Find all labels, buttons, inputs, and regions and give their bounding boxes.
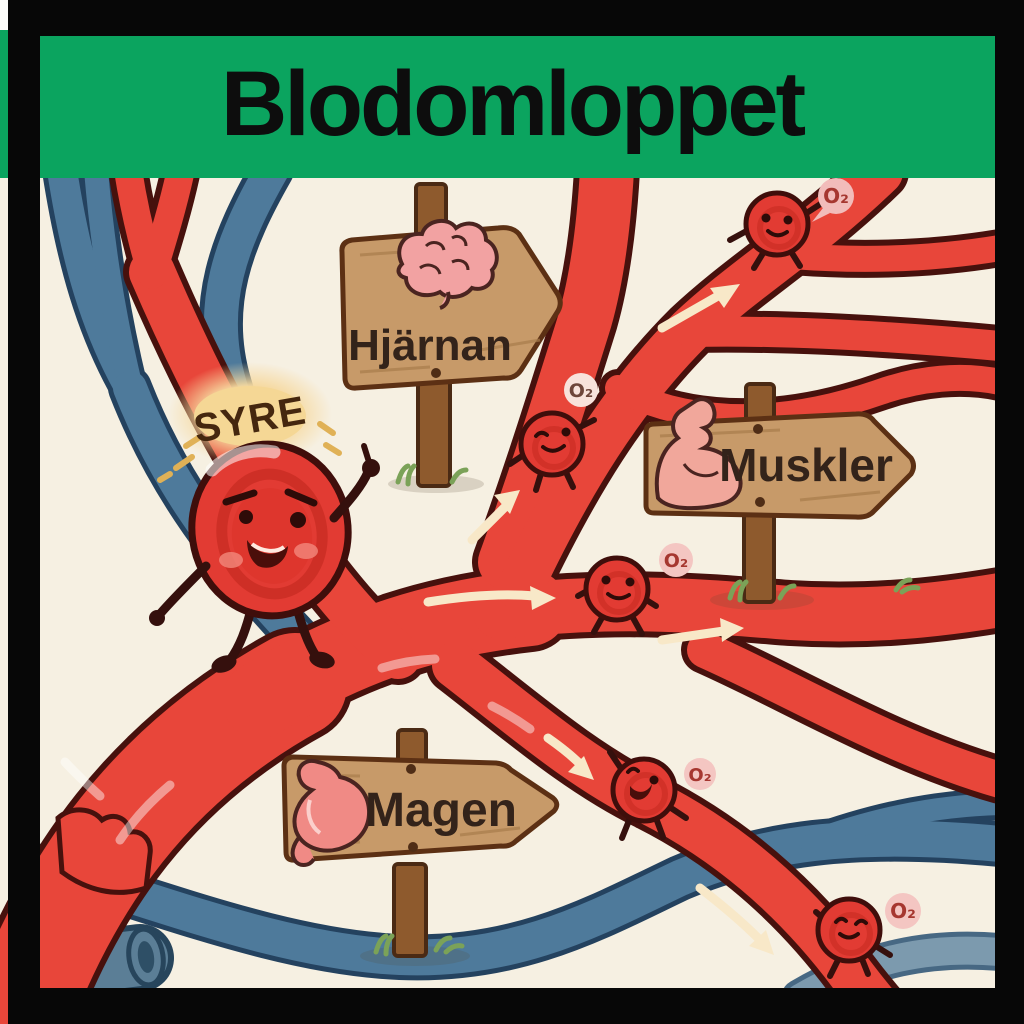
arrow-bottom-right — [695, 883, 763, 943]
title-banner: Blodomloppet — [0, 30, 1024, 178]
sign-magen: Magen — [281, 728, 560, 966]
o2-label: O₂ — [890, 899, 916, 923]
arrow-main-2 — [657, 626, 729, 645]
stomach-icon — [290, 759, 372, 867]
small-red-blood-cell: O₂ — [507, 373, 598, 493]
cell-face — [219, 488, 318, 568]
sparkle-icon — [157, 421, 342, 483]
o2-label: O₂ — [688, 765, 711, 786]
oxygen-bubble: O₂ — [659, 543, 693, 577]
oxygen-bubble: O₂ — [684, 758, 716, 790]
sign-label-muskler: Muskler — [719, 439, 893, 491]
small-red-blood-cell: O₂ — [607, 749, 716, 841]
sign-post — [416, 376, 452, 488]
o2-label: O₂ — [823, 184, 849, 208]
cell-foot — [309, 651, 335, 669]
sign-label-magen: Magen — [365, 784, 517, 837]
syre-glow-core — [194, 386, 306, 446]
nail — [753, 424, 763, 434]
sign-hjarnan: Hjärnan — [339, 182, 563, 493]
arrow-main — [423, 590, 539, 607]
grass — [727, 577, 921, 603]
small-red-blood-cell: O₂ — [813, 893, 921, 979]
o2-label: O₂ — [664, 550, 688, 572]
brain-icon — [396, 218, 499, 310]
oxygen-bubble: O₂ — [564, 373, 598, 407]
page-title: Blodomloppet — [220, 52, 806, 155]
grass — [373, 933, 465, 957]
heart-outline — [55, 807, 153, 895]
frame-border-left — [8, 0, 40, 1024]
oxygen-bubble: O₂ — [885, 893, 921, 929]
sign-post — [392, 862, 428, 958]
main-red-blood-cell: SYRE — [149, 362, 380, 673]
oxygen-bubble: O₂ — [812, 178, 854, 222]
small-red-blood-cell: O₂ — [575, 543, 693, 637]
sign-muskler: Muskler — [643, 382, 921, 610]
cell-hand — [362, 459, 380, 477]
nail — [408, 842, 418, 852]
cell-inner-disc — [231, 488, 313, 584]
o2-label: O₂ — [569, 380, 593, 402]
frame-border-bottom — [8, 988, 1024, 1024]
arrow-up-branch — [657, 291, 723, 333]
cell-inner-ring — [216, 468, 328, 600]
frame-border-right — [995, 0, 1024, 1024]
nail — [431, 368, 441, 378]
sign-post — [742, 512, 776, 604]
frame-border-top — [8, 0, 1024, 36]
grass — [395, 463, 469, 487]
sign-board — [339, 225, 563, 391]
nail — [755, 497, 765, 507]
bicep-icon — [654, 397, 743, 511]
cell-hand — [149, 610, 165, 626]
cell-foot — [211, 655, 237, 673]
arrow-junction — [467, 501, 511, 545]
nail — [406, 764, 416, 774]
cell-highlight — [205, 444, 281, 477]
flow-arrows — [60, 284, 774, 955]
sign-label-hjarnan: Hjärnan — [348, 321, 512, 370]
arrow-down-branch — [543, 733, 585, 769]
small-red-blood-cell: O₂ — [727, 178, 854, 271]
